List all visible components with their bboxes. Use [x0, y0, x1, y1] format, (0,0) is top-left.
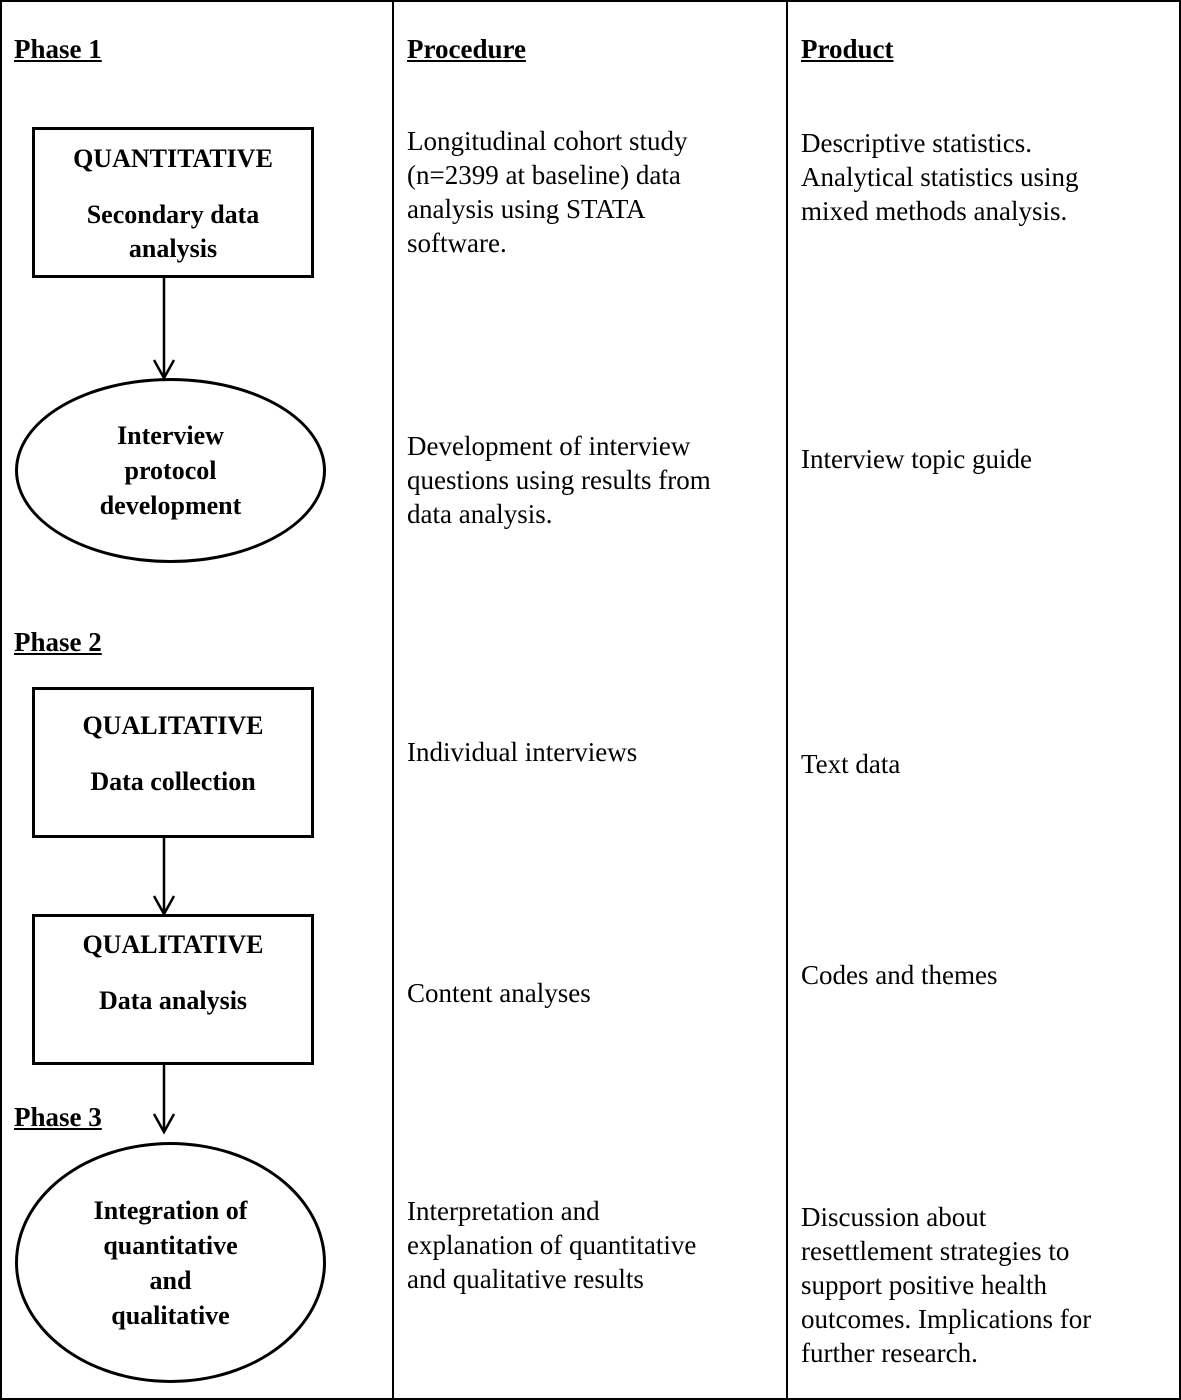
integration-ellipse: Integration of quantitative and qualitat… — [15, 1142, 326, 1383]
product-heading: Product — [801, 34, 894, 64]
phase-2-heading: Phase 2 — [14, 627, 102, 657]
procedure-row-2: Development of interview questions using… — [407, 431, 711, 529]
product-row-5: Discussion about resettlement strategies… — [801, 1202, 1092, 1368]
quantitative-box-subtitle: Secondary data analysis — [86, 200, 260, 263]
procedure-heading: Procedure — [407, 34, 526, 64]
interview-protocol-ellipse: Interview protocol development — [15, 378, 326, 563]
product-row-3: Text data — [801, 749, 901, 779]
product-row-1: Descriptive statistics. Analytical stati… — [801, 128, 1079, 226]
procedure-row-4: Content analyses — [407, 978, 591, 1008]
phase-1-heading: Phase 1 — [14, 34, 102, 64]
procedure-row-3: Individual interviews — [407, 737, 638, 767]
qualitative-collection-title: QUALITATIVE — [82, 711, 264, 740]
quantitative-analysis-box: QUANTITATIVE Secondary data analysis — [32, 127, 314, 278]
qualitative-analysis-box: QUALITATIVE Data analysis — [32, 914, 314, 1065]
product-row-4: Codes and themes — [801, 960, 998, 990]
qualitative-collection-box: QUALITATIVE Data collection — [32, 687, 314, 838]
arrow-head-3 — [152, 1113, 176, 1135]
qualitative-analysis-title: QUALITATIVE — [82, 930, 264, 959]
procedure-row-1: Longitudinal cohort study (n=2399 at bas… — [407, 126, 688, 258]
qualitative-collection-subtitle: Data collection — [90, 767, 256, 796]
procedure-row-5: Interpretation and explanation of quanti… — [407, 1196, 697, 1294]
product-row-2: Interview topic guide — [801, 444, 1032, 474]
quantitative-box-title: QUANTITATIVE — [73, 144, 273, 173]
column-divider-procedure — [392, 0, 394, 1400]
column-divider-product — [786, 0, 788, 1400]
phase-3-heading: Phase 3 — [14, 1102, 102, 1132]
qualitative-analysis-subtitle: Data analysis — [98, 986, 248, 1015]
